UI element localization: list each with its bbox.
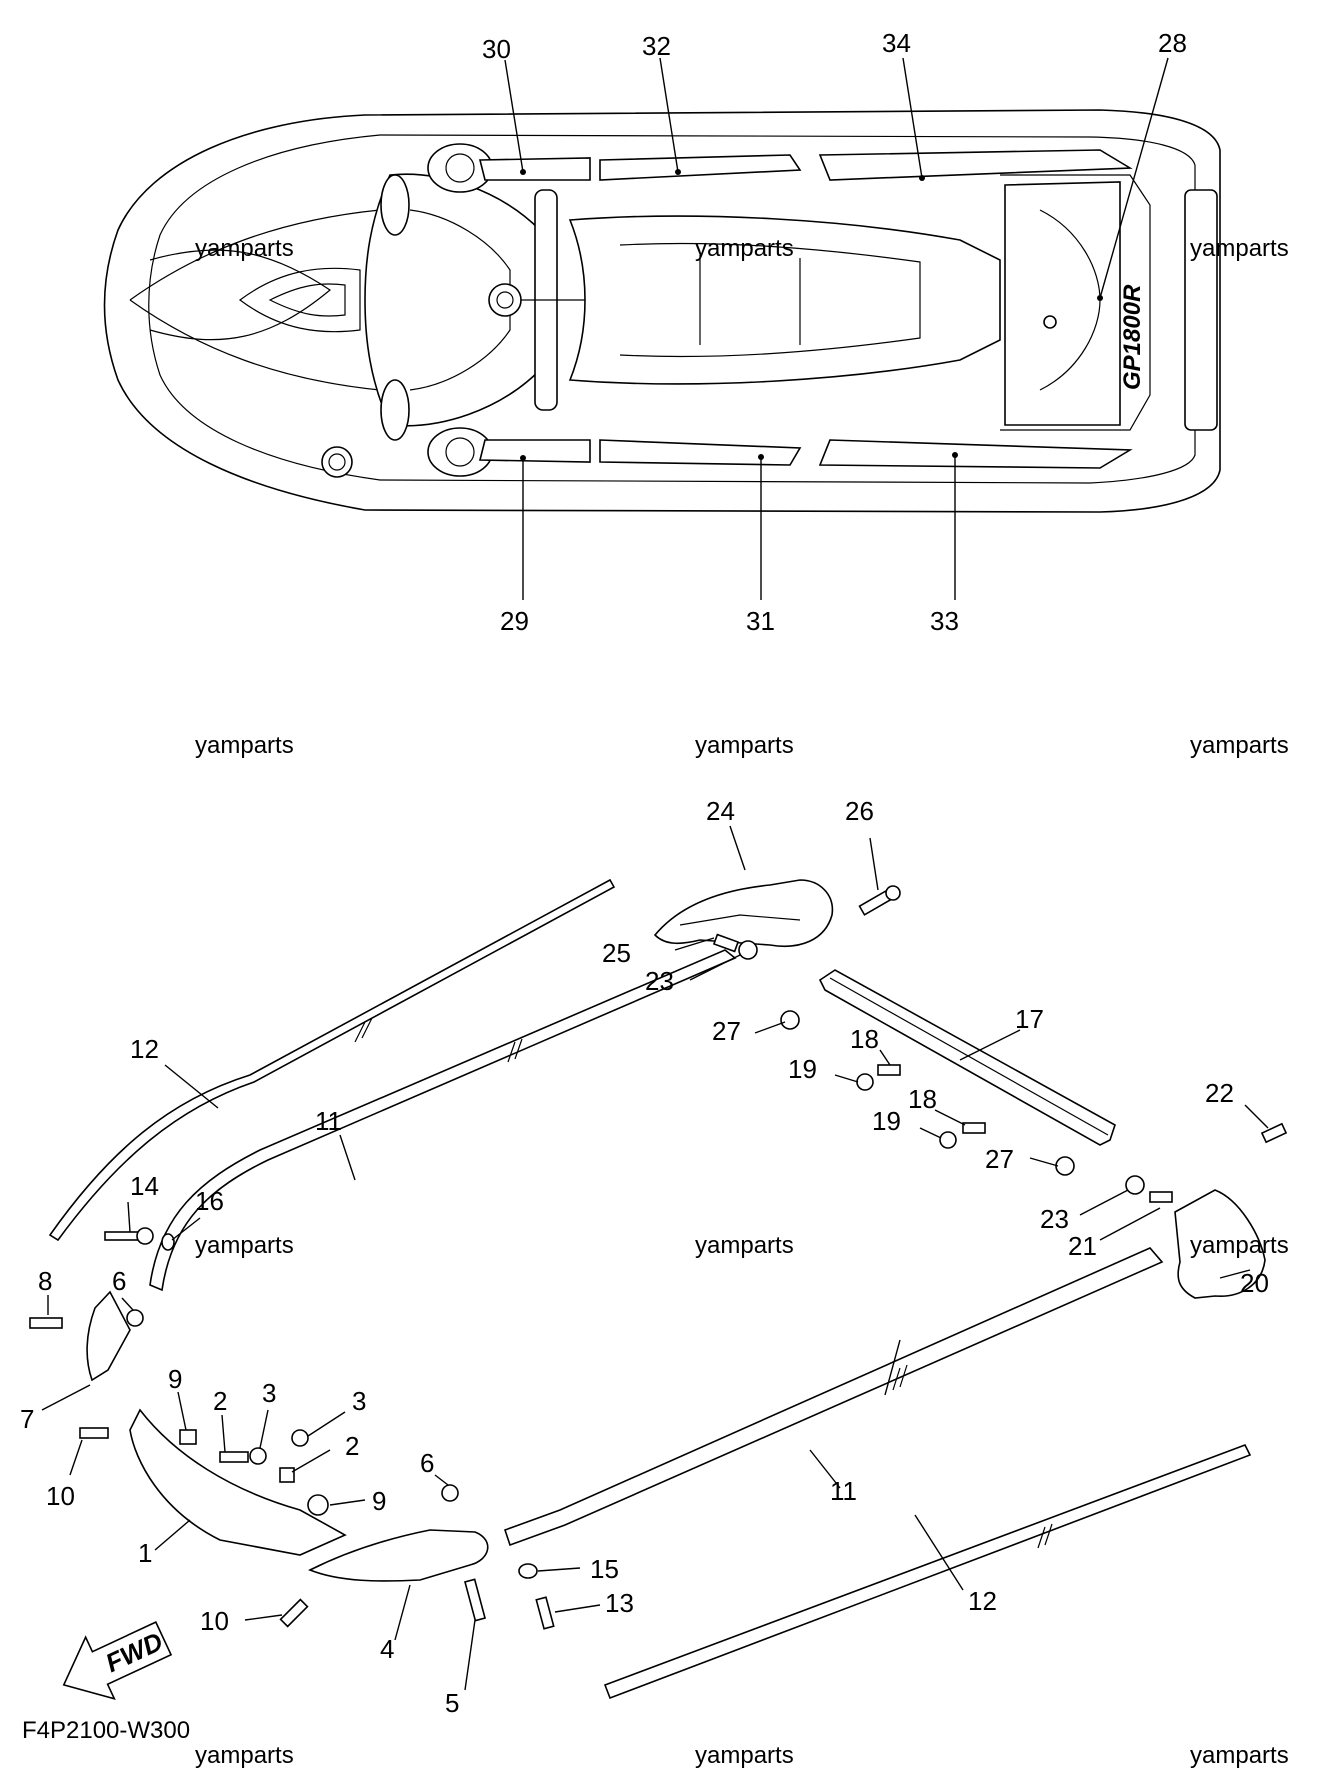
callout-1: 1 xyxy=(138,1538,152,1568)
callout-6b: 6 xyxy=(420,1448,434,1478)
callout-3a: 3 xyxy=(262,1378,276,1408)
part-11-lower-rail xyxy=(503,1247,1164,1547)
callout-9b: 9 xyxy=(372,1486,386,1516)
part-24-cover xyxy=(653,879,834,947)
callout-22: 22 xyxy=(1205,1078,1234,1108)
callout-26: 26 xyxy=(845,796,874,826)
part-1-cover xyxy=(129,1408,347,1556)
part-17-bracket xyxy=(818,969,1116,1146)
callout-18b: 18 xyxy=(908,1084,937,1114)
callout-29: 29 xyxy=(500,606,529,636)
callout-10a: 10 xyxy=(46,1481,75,1511)
watermark: yamparts xyxy=(1190,732,1289,759)
watermark: yamparts xyxy=(195,235,294,262)
callout-13: 13 xyxy=(605,1588,634,1618)
callout-12b: 12 xyxy=(968,1586,997,1616)
callout-2b: 2 xyxy=(345,1431,359,1461)
watermark: yamparts xyxy=(695,235,794,262)
callout-24: 24 xyxy=(706,796,735,826)
callout-33: 33 xyxy=(930,606,959,636)
callout-14: 14 xyxy=(130,1171,159,1201)
hull-logo: GP1800R xyxy=(1119,284,1146,390)
callout-18a: 18 xyxy=(850,1024,879,1054)
callout-19a: 19 xyxy=(788,1054,817,1084)
callout-11b: 11 xyxy=(830,1476,857,1506)
watermark: yamparts xyxy=(1190,1232,1289,1259)
exploded-leaders xyxy=(41,825,1269,1691)
callout-27a: 27 xyxy=(712,1016,741,1046)
fwd-arrow: FWD xyxy=(62,1621,173,1701)
watermark: yamparts xyxy=(1190,1742,1289,1769)
callout-10b: 10 xyxy=(200,1606,229,1636)
watermarks: yamparts yamparts yamparts yamparts yamp… xyxy=(195,235,1289,1769)
callout-7: 7 xyxy=(20,1404,34,1434)
callout-27b: 27 xyxy=(985,1144,1014,1174)
callout-11a: 11 xyxy=(315,1106,342,1136)
callout-32: 32 xyxy=(642,31,671,61)
callout-20: 20 xyxy=(1240,1268,1269,1298)
callout-34: 34 xyxy=(882,28,911,58)
callout-6a: 6 xyxy=(112,1266,126,1296)
callout-19b: 19 xyxy=(872,1106,901,1136)
callout-23a: 23 xyxy=(645,966,674,996)
callout-8: 8 xyxy=(38,1266,52,1296)
part-7-cover xyxy=(86,1290,131,1382)
part-12-upper-strip xyxy=(48,878,616,1242)
callout-31: 31 xyxy=(746,606,775,636)
callout-16: 16 xyxy=(195,1186,224,1216)
callout-4: 4 xyxy=(380,1634,394,1664)
callout-21: 21 xyxy=(1068,1231,1097,1261)
part-20-cover xyxy=(1174,1189,1266,1299)
watermark: yamparts xyxy=(195,1232,294,1259)
callout-3b: 3 xyxy=(352,1386,366,1416)
hull-top-view: GP1800R xyxy=(103,109,1221,513)
callout-12a: 12 xyxy=(130,1034,159,1064)
watermark: yamparts xyxy=(695,732,794,759)
callout-23b: 23 xyxy=(1040,1204,1069,1234)
callout-9a: 9 xyxy=(168,1364,182,1394)
top-view-leaders xyxy=(504,57,1169,600)
callout-15: 15 xyxy=(590,1554,619,1584)
part-4-cover xyxy=(308,1529,489,1582)
callout-2a: 2 xyxy=(213,1386,227,1416)
callout-30: 30 xyxy=(482,34,511,64)
callout-17: 17 xyxy=(1015,1004,1044,1034)
callout-25: 25 xyxy=(602,938,631,968)
callout-labels: 30 32 34 28 29 31 33 24 26 25 23 27 17 1… xyxy=(20,28,1269,1718)
watermark: yamparts xyxy=(195,732,294,759)
watermark: yamparts xyxy=(695,1742,794,1769)
diagram-code: F4P2100-W300 xyxy=(22,1717,190,1744)
part-12-lower-strip xyxy=(603,1443,1252,1700)
callout-5: 5 xyxy=(445,1688,459,1718)
callout-28: 28 xyxy=(1158,28,1187,58)
exploded-view: FWD xyxy=(29,825,1288,1701)
watermark: yamparts xyxy=(195,1742,294,1769)
watermark: yamparts xyxy=(695,1232,794,1259)
watermark: yamparts xyxy=(1190,235,1289,262)
